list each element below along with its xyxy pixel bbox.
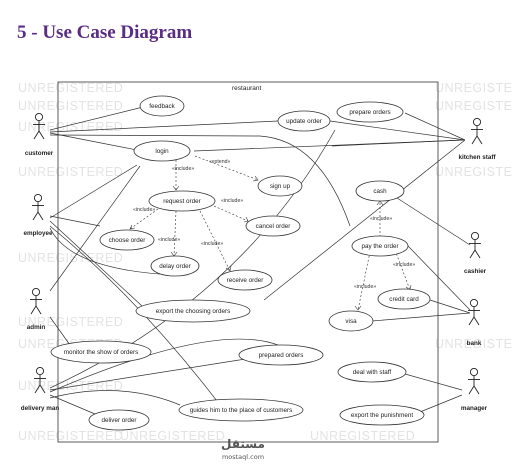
- watermark-text: UNREGISTERED: [18, 120, 123, 134]
- actor-bank: bank: [467, 298, 482, 347]
- include-label: «include»: [370, 216, 392, 222]
- extend-label: «extend»: [209, 159, 230, 165]
- system-label: restaurant: [232, 85, 261, 92]
- dependency-arrows: [129, 155, 411, 311]
- use-case-monitor-show-orders: monitor the show of orders: [64, 349, 139, 356]
- use-case-receive-order: receive order: [227, 277, 264, 284]
- use-case-guides-him: guides him to the place of customers: [190, 407, 293, 414]
- page-title: 5 - Use Case Diagram: [17, 22, 193, 43]
- use-case-export-punishment: export the punishment: [351, 412, 414, 419]
- actor-kitchen-staff: kitchen staff: [458, 117, 496, 161]
- include-label: «include»: [201, 241, 223, 247]
- watermark-text: UNREGISTERED: [310, 429, 415, 443]
- use-case-prepare-orders: prepare orders: [349, 109, 390, 116]
- watermark-text: UNREGISTERED: [18, 429, 123, 443]
- use-case-request-order: request order: [163, 198, 200, 205]
- use-case-credit-card: credit card: [389, 296, 419, 303]
- watermark-text: UNREGISTERED: [18, 315, 123, 329]
- use-case-labels: feedback update order prepare orders log…: [64, 103, 419, 424]
- use-case-shapes: [50, 95, 431, 431]
- watermark-text: UNREGISTERED: [435, 81, 512, 95]
- use-case-delay-order: delay order: [159, 263, 191, 270]
- use-case-sign-up: sign up: [270, 183, 291, 190]
- use-case-cash: cash: [373, 188, 387, 195]
- actor-employee: employee: [23, 193, 53, 237]
- system-boundary: [57, 81, 439, 443]
- actor-label: cashier: [464, 268, 487, 275]
- actor-label: kitchen staff: [458, 154, 496, 161]
- include-label: «include»: [158, 237, 180, 243]
- use-case-prepared-orders: prepared orders: [259, 352, 304, 359]
- actor-label: manager: [461, 405, 488, 412]
- include-label: «include»: [221, 198, 243, 204]
- actor-admin: admin: [27, 287, 46, 331]
- use-case-update-order: update order: [286, 118, 322, 125]
- actor-label: delivery man: [21, 405, 60, 412]
- actor-delivery-man: delivery man: [21, 366, 60, 412]
- watermark-text: UNREGISTERED: [18, 165, 123, 179]
- actor-customer: customer: [25, 112, 54, 157]
- watermark-text: UNREGISTERED: [18, 81, 123, 95]
- actor-label: employee: [23, 230, 53, 237]
- use-case-deliver-order: deliver order: [102, 417, 137, 424]
- include-label: «include»: [172, 166, 194, 172]
- use-case-visa: visa: [345, 318, 357, 325]
- use-case-feedback: feedback: [149, 103, 175, 110]
- use-case-deal-with-staff: deal with staff: [353, 369, 392, 376]
- watermark-text: UNREGISTERED: [18, 99, 123, 113]
- dependency-labels: «include» «extend» «include» «include» «…: [133, 159, 415, 290]
- actor-label: customer: [25, 150, 54, 157]
- watermark-text: UNREGISTERED: [435, 165, 512, 179]
- logo-latin: mostaql.com: [222, 453, 264, 461]
- watermark-text: UNREGISTERED: [18, 251, 123, 265]
- watermark-text: UNREGISTERED: [435, 337, 512, 351]
- include-label: «include»: [393, 262, 415, 268]
- watermark: UNREGISTERED UNREGISTERED UNREGISTERED U…: [18, 81, 512, 443]
- include-label: «include»: [133, 207, 155, 213]
- actor-label: admin: [27, 324, 46, 331]
- use-case-choose-order: choose order: [109, 237, 146, 244]
- use-case-cancel-order: cancel order: [256, 223, 291, 230]
- actor-label: bank: [467, 340, 482, 347]
- use-case-pay-the-order: pay the order: [361, 243, 398, 250]
- use-case-login: login: [155, 148, 169, 155]
- use-case-export-choosing-orders: export the choosing orders: [156, 308, 231, 315]
- logo-arabic: مستقل: [221, 437, 265, 451]
- actor-cashier: cashier: [464, 231, 487, 275]
- mostaql-logo: مستقل mostaql.com: [221, 437, 265, 461]
- actor-manager: manager: [461, 367, 488, 412]
- watermark-text: UNREGISTERED: [120, 429, 225, 443]
- watermark-text: UNREGISTERED: [435, 99, 512, 113]
- include-label: «include»: [354, 284, 376, 290]
